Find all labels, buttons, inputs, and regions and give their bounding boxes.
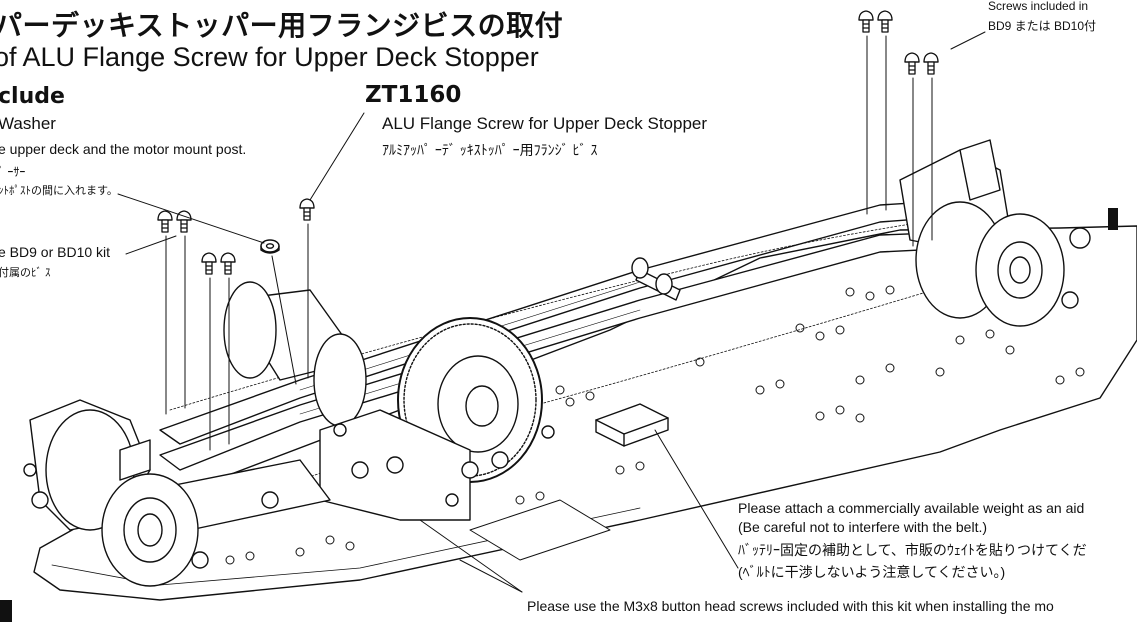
- bottom-install-note: Please use the M3x8 button head screws i…: [527, 598, 1054, 614]
- kit-screws-right-en: Screws included in: [988, 0, 1089, 13]
- section-marker-right: [1108, 208, 1118, 230]
- kit-screws-left-en: e BD9 or BD10 kit: [0, 244, 111, 260]
- washer-label-en: Washer: [0, 114, 56, 133]
- washer-label-jp: ﾟ ｰｻｰ: [0, 165, 26, 179]
- title-english: of ALU Flange Screw for Upper Deck Stopp…: [0, 42, 539, 72]
- weight-block: [595, 403, 669, 447]
- weight-note-line1: Please attach a commercially available w…: [738, 500, 1085, 516]
- center-damper: [631, 257, 681, 301]
- section-marker-left: [0, 600, 12, 622]
- washer-note-jp: ﾝﾄﾎﾟｽﾄの間に入れます。: [0, 185, 118, 197]
- motor: [223, 281, 367, 427]
- part-code: ZT1160: [365, 82, 462, 108]
- kit-screws-left-jp: 付属のﾋﾞ ｽ: [0, 267, 51, 279]
- weight-note-line4: (ﾍﾞﾙﾄに干渉しないよう注意してください。): [738, 564, 1006, 580]
- left-hub: [23, 399, 209, 587]
- title-japanese: パーデッキストッパー用フランジビスの取付: [0, 9, 564, 42]
- part-name-jp: ｱﾙﾐｱｯﾊﾟ ｰﾃﾞ ｯｷｽﾄｯﾊﾟ ｰ用ﾌﾗﾝｼﾞ ﾋﾞ ｽ: [382, 142, 598, 158]
- washer-note-en: e upper deck and the motor mount post.: [0, 141, 247, 157]
- part-name-en: ALU Flange Screw for Upper Deck Stopper: [382, 114, 708, 133]
- weight-note-line3: ﾊﾞｯﾃﾘｰ固定の補助として、市販のｳｪｲﾄを貼りつけてくだ: [738, 542, 1087, 558]
- include-heading: clude: [0, 84, 65, 109]
- washer-art: [260, 239, 280, 254]
- kit-screws-right-jp: BD9 または BD10付: [988, 19, 1097, 33]
- right-hub: [899, 139, 1091, 327]
- weight-note-line2: (Be careful not to interfere with the be…: [738, 519, 988, 535]
